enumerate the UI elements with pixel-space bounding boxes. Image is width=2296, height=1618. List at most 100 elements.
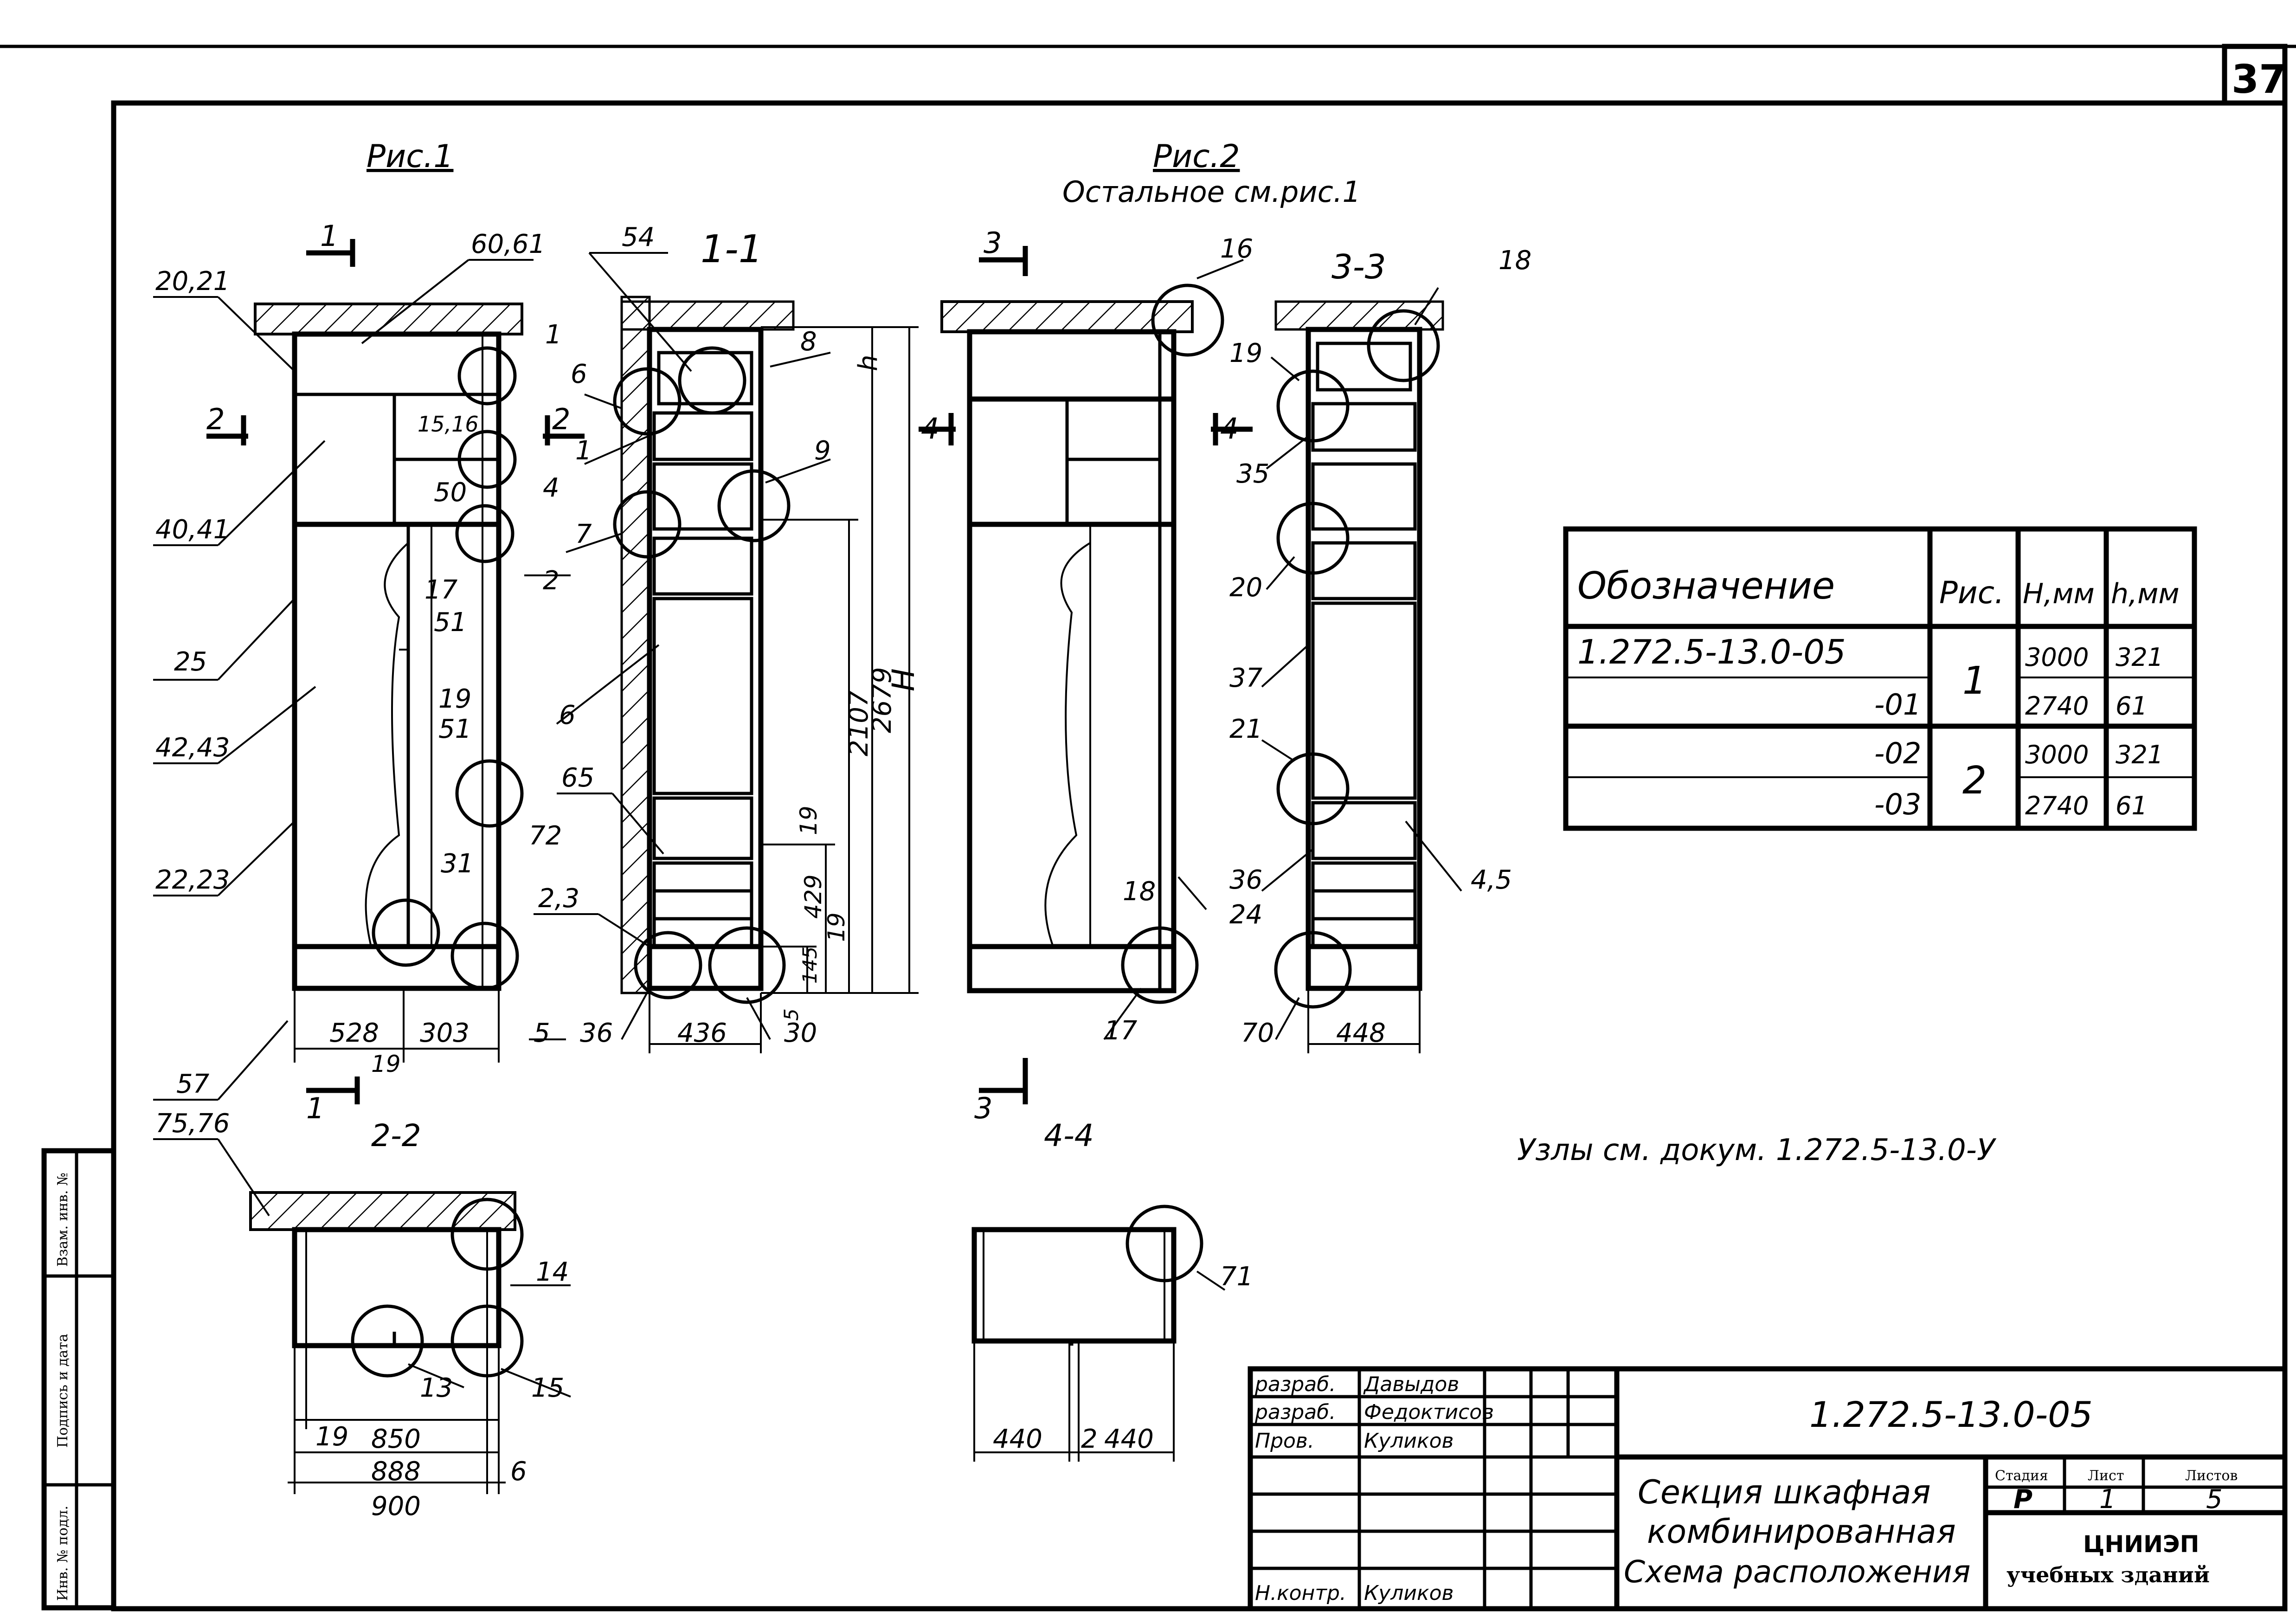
cut-3-top: 3 (984, 226, 1002, 260)
fig2-label-16: 16 (1220, 234, 1253, 264)
tb-name-2: Федоктисов (1364, 1400, 1494, 1424)
sec11-dim-2107: 2107 (844, 690, 874, 756)
sec33-label-24: 24 (1229, 900, 1262, 930)
table-header-H: H,мм (2023, 578, 2095, 610)
cut-2-right: 2 (552, 402, 570, 436)
table-row-2-H: 2740 (2025, 691, 2089, 721)
sheet-number: 37 (2232, 57, 2286, 103)
sec44-dim-440b: 440 (1104, 1424, 1154, 1454)
sec22-label-13: 13 (420, 1373, 453, 1403)
fig1-dim-528: 528 (329, 1018, 379, 1048)
cut-3-bottom: 3 (974, 1091, 992, 1125)
sec11-label-30: 30 (784, 1018, 817, 1048)
stamp-field-replace: Взам. инв. № (55, 1173, 71, 1267)
table-fig-2: 2 (1962, 759, 1987, 803)
sec11-label-6b: 6 (559, 700, 576, 730)
sec22-dim-19: 19 (315, 1422, 348, 1452)
sec44-dim-440a: 440 (993, 1424, 1042, 1454)
sec11-dim-h: h (853, 355, 883, 372)
sec11-label-8: 8 (800, 327, 817, 357)
sheet-number-box (2222, 44, 2288, 106)
section-label-2-2: 2-2 (371, 1118, 421, 1154)
table-header-designation: Обозначение (1577, 564, 1835, 607)
sec33-dim-448: 448 (1336, 1018, 1386, 1048)
section-label-1-1: 1-1 (701, 227, 763, 271)
stamp-field-inventory: Инв. № подл. (55, 1506, 71, 1601)
sec33-label-70: 70 (1241, 1018, 1274, 1048)
tb-title-2: комбинированная (1647, 1513, 1956, 1551)
sec11-dim-429: 429 (800, 875, 827, 919)
sec11-label-7: 7 (575, 519, 592, 549)
fig1-dim-19: 19 (371, 1051, 401, 1077)
sec11-dim-19a: 19 (795, 806, 822, 835)
sec22-label-15: 15 (531, 1373, 564, 1403)
tb-role-6: Н.контр. (1255, 1581, 1346, 1605)
cut-4-right: 4 (1220, 412, 1238, 445)
sec33-label-36: 36 (1229, 865, 1262, 895)
sec22-dim-888: 888 (371, 1457, 421, 1487)
sec44-label-71: 71 (1220, 1262, 1253, 1292)
fig1-label-57: 57 (176, 1069, 210, 1099)
sec33-label-19: 19 (1229, 338, 1262, 368)
table-row-4-code: -03 (1874, 787, 1921, 821)
sec33-label-18: 18 (1499, 245, 1531, 276)
table-row-3-code: -02 (1874, 736, 1921, 770)
sec11-label-1: 1 (575, 436, 592, 466)
table-row-2-h: 61 (2116, 691, 2148, 721)
section-4-4 (971, 1205, 1226, 1462)
sec11-dim-19b: 19 (823, 912, 850, 942)
table-row-4-h: 61 (2116, 791, 2148, 820)
fig1-label-25: 25 (174, 647, 207, 677)
fig1-front-view (153, 239, 585, 1104)
fig1-label-1516: 15,16 (418, 412, 479, 437)
table-header-h: h,мм (2111, 578, 2180, 610)
fig2-note: Остальное см.рис.1 (1062, 175, 1361, 209)
table-row-1-H: 3000 (2025, 643, 2089, 672)
tb-org-1: ЦНИИЭП (2083, 1531, 2199, 1558)
section-3-3 (1261, 287, 1462, 1053)
tb-name-6: Куликов (1364, 1581, 1453, 1605)
tb-sheets: 5 (2206, 1484, 2223, 1515)
sec11-dim-436: 436 (677, 1018, 727, 1048)
sec33-label-37: 37 (1229, 663, 1263, 693)
fig1-title: Рис.1 (367, 138, 453, 175)
tb-name-3: Куликов (1364, 1429, 1453, 1453)
sec11-label-23: 2,3 (538, 883, 579, 914)
fig1-label-6061: 60,61 (471, 229, 545, 259)
cut-1-bottom: 1 (306, 1091, 324, 1125)
tb-org-2: учебных зданий (2007, 1562, 2210, 1587)
sec11-dim-145: 145 (798, 947, 821, 984)
tb-stage-header: Стадия (1995, 1468, 2048, 1484)
fig1-label-1: 1 (545, 320, 562, 350)
fig1-label-72: 72 (529, 821, 562, 851)
stamp-field-signature: Подпись и дата (55, 1334, 71, 1448)
fig1-label-5: 5 (534, 1018, 550, 1048)
tb-title-1: Секция шкафная (1638, 1473, 1931, 1511)
fig1-label-4243: 42,43 (155, 733, 230, 763)
designation-table (1563, 526, 2197, 831)
tb-sheets-header: Листов (2185, 1468, 2238, 1484)
table-header-fig: Рис. (1939, 575, 2004, 611)
sec22-dim-6: 6 (510, 1457, 527, 1487)
fig1-label-4041: 40,41 (155, 515, 230, 545)
fig1-label-19: 19 (438, 684, 471, 714)
cut-4-left: 4 (921, 412, 939, 445)
section-1-1 (534, 252, 919, 1053)
fig2-title: Рис.2 (1153, 138, 1240, 175)
fig1-label-17: 17 (424, 575, 458, 605)
title-block (1248, 1366, 2288, 1612)
tb-name-1: Давыдов (1363, 1373, 1459, 1396)
fig1-label-2: 2 (543, 566, 560, 596)
sheet-frame (111, 100, 2288, 1612)
tb-role-2: разраб. (1254, 1400, 1336, 1424)
tb-sheet: 1 (2099, 1484, 2116, 1515)
fig1-label-51b: 51 (438, 714, 471, 744)
sec33-label-45: 4,5 (1471, 865, 1512, 895)
fig1-label-4: 4 (543, 473, 560, 503)
tb-role-3: Пров. (1255, 1429, 1314, 1453)
fig2-label-24: 24 (1229, 900, 1262, 930)
table-row-1-code: 1.272.5-13.0-05 (1577, 632, 1846, 671)
fig2-front-view (919, 246, 1253, 1104)
table-row-3-H: 3000 (2025, 740, 2089, 769)
table-row-2-code: -01 (1874, 688, 1921, 722)
